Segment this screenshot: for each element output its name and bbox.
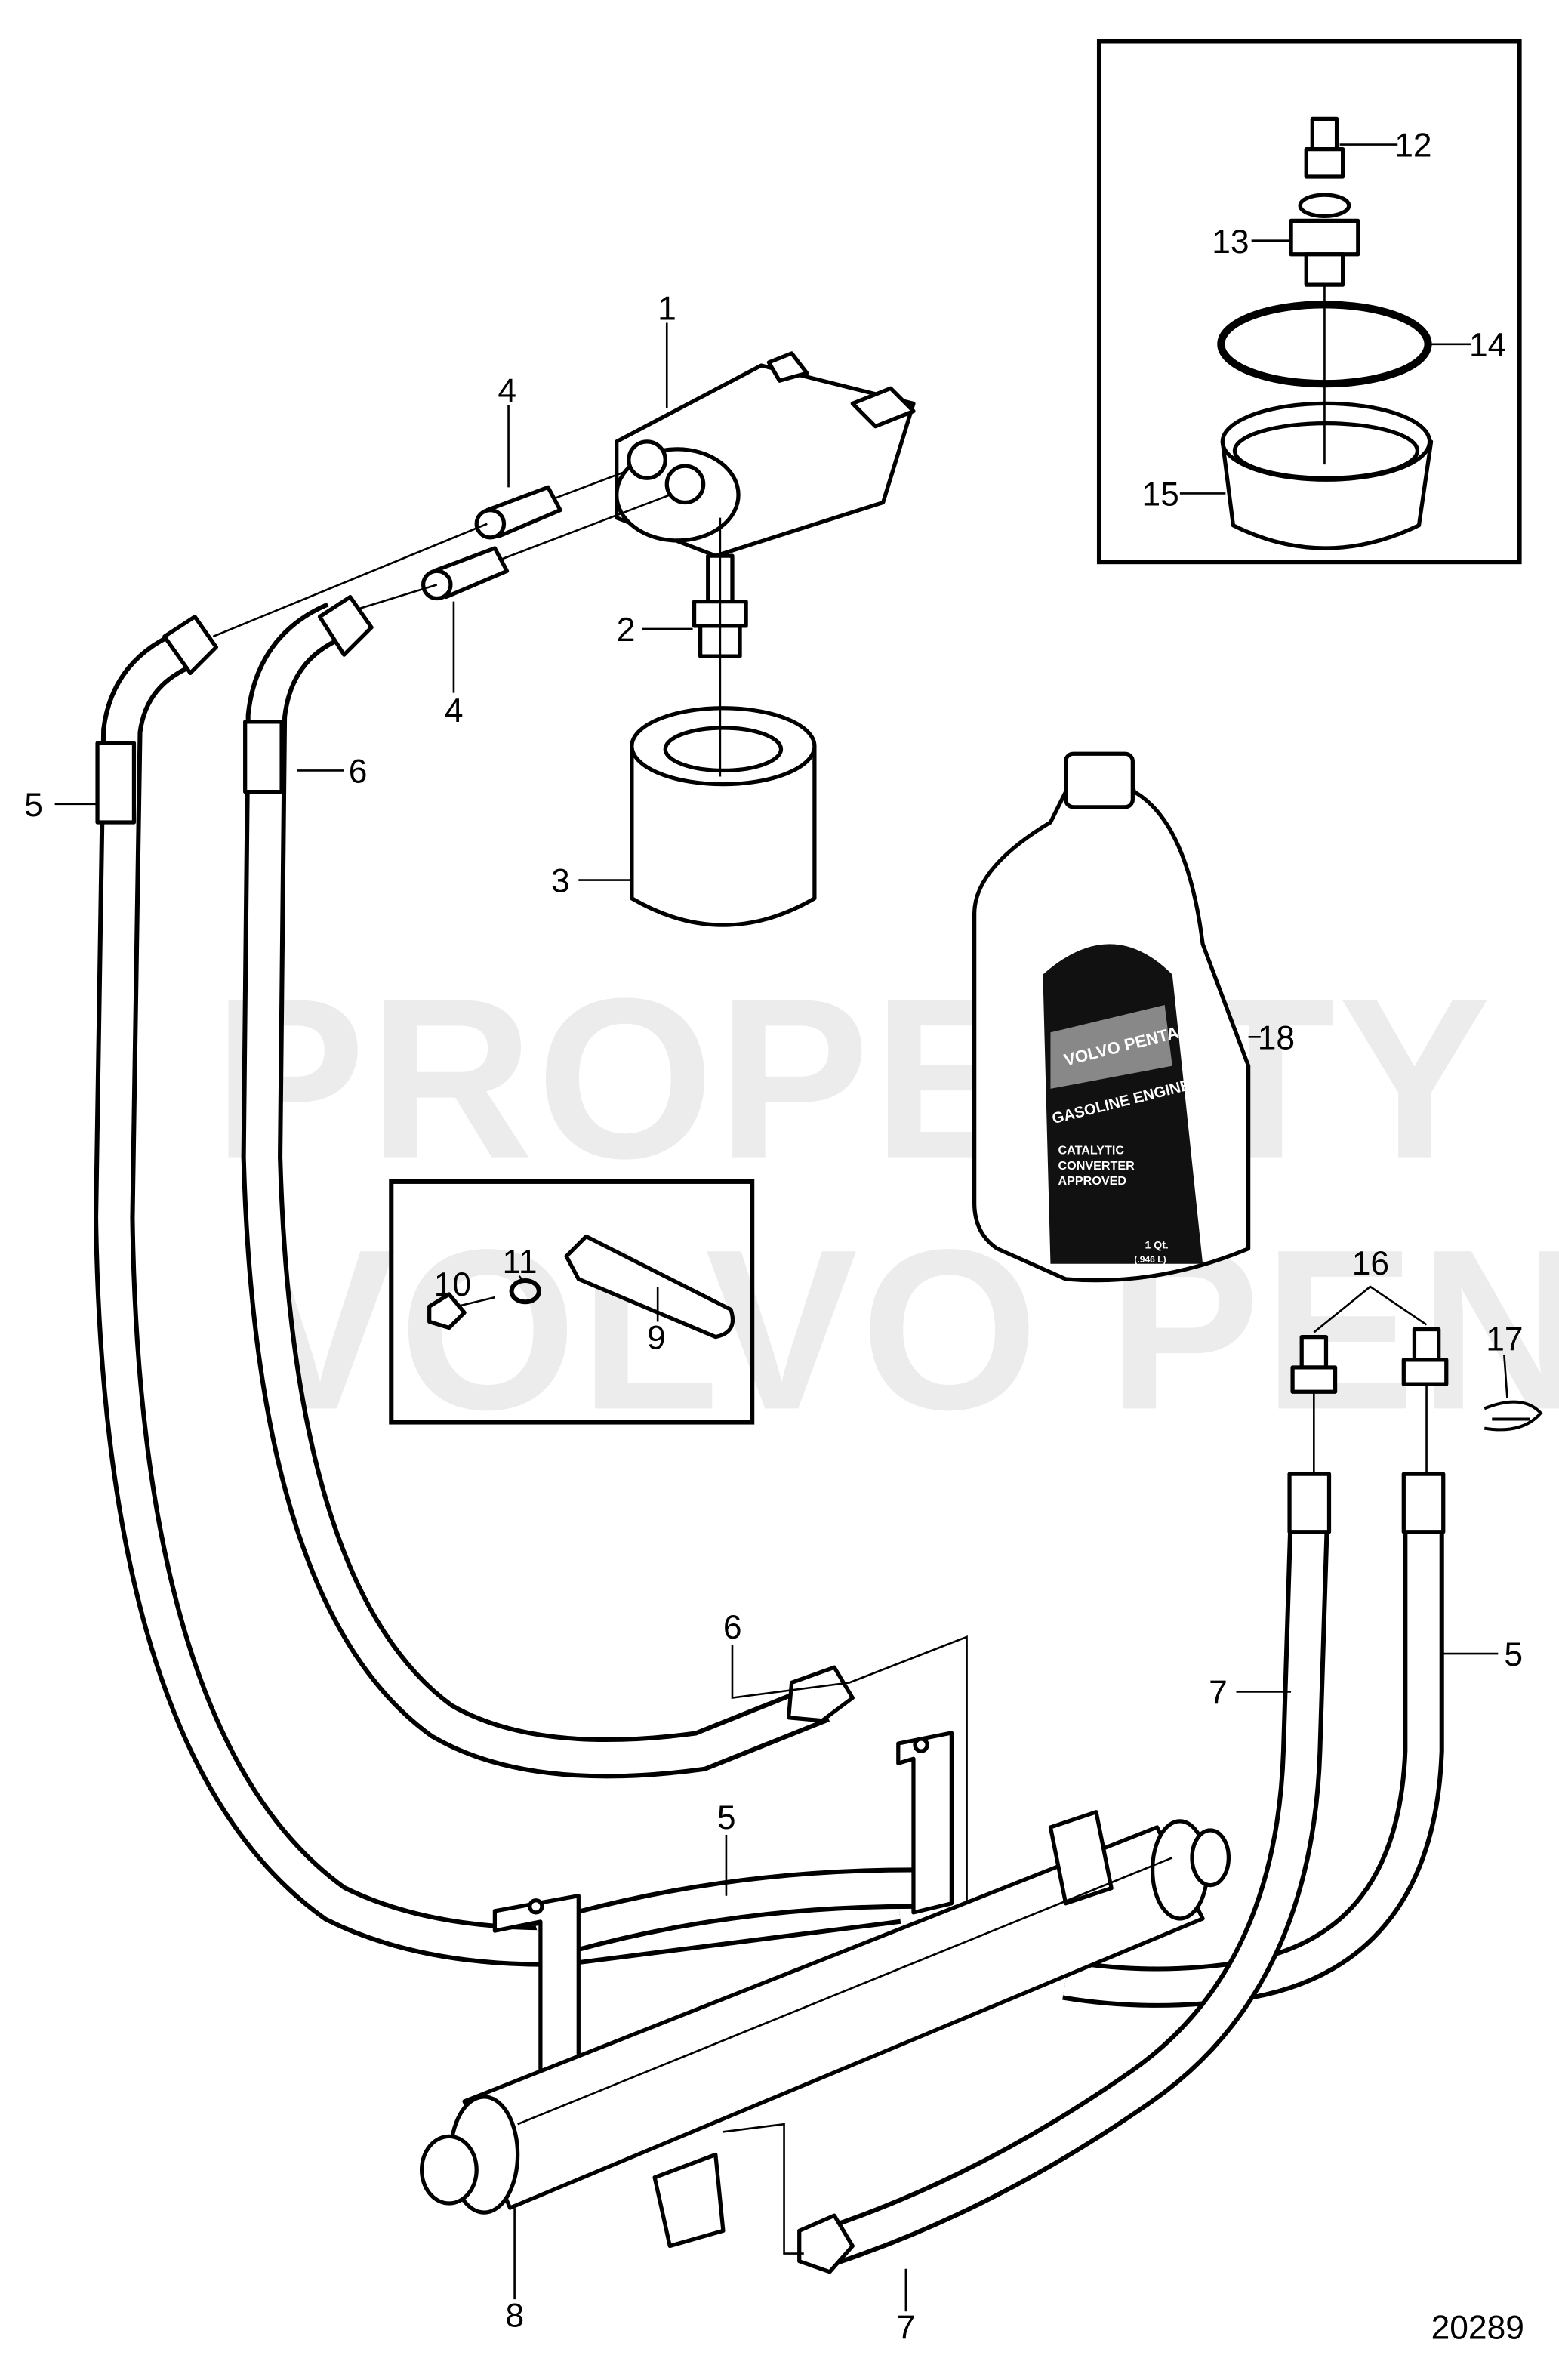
hose-5-left bbox=[94, 627, 901, 1967]
inset-parts bbox=[1217, 116, 1434, 550]
callout-labels: 1 2 3 4 4 5 6 10 11 9 12 13 14 15 18 16 … bbox=[24, 128, 1524, 2347]
filter-head-1 bbox=[615, 351, 916, 558]
callout-17: 17 bbox=[1486, 1321, 1523, 1358]
callout-7-bottom: 7 bbox=[897, 2310, 916, 2347]
svg-text:PROPERTY OF: PROPERTY OF bbox=[213, 951, 1559, 1207]
leader-lines bbox=[54, 143, 1508, 2312]
svg-text:CATALYTIC: CATALYTIC bbox=[1058, 1144, 1125, 1158]
svg-text:APPROVED: APPROVED bbox=[1058, 1174, 1127, 1188]
nipple-4-upper bbox=[474, 485, 562, 540]
hose-5-middle bbox=[534, 1867, 914, 1962]
watermark: PROPERTY OF VOLVO PENTA bbox=[213, 951, 1559, 1458]
oil-filter-3 bbox=[630, 706, 817, 927]
svg-text:VOLVO PENTA: VOLVO PENTA bbox=[244, 1202, 1559, 1457]
clamp-parts bbox=[427, 1234, 735, 1340]
callout-5-right: 5 bbox=[1504, 1636, 1523, 1673]
clip-17 bbox=[1484, 1400, 1543, 1432]
callout-5-middle: 5 bbox=[717, 1799, 736, 1836]
callout-13: 13 bbox=[1212, 224, 1249, 261]
oil-bottle-18: VOLVO PENTA GASOLINE ENGINE OIL CATALYTI… bbox=[972, 751, 1251, 1283]
bracket-right bbox=[896, 1731, 954, 1915]
callout-16: 16 bbox=[1352, 1245, 1389, 1282]
callout-4-upper: 4 bbox=[498, 372, 516, 409]
inset-box-pump-parts bbox=[1096, 39, 1522, 565]
callout-9: 9 bbox=[647, 1320, 666, 1357]
hose-5-right bbox=[1062, 1472, 1446, 2008]
callout-11: 11 bbox=[502, 1244, 537, 1281]
callout-7-right: 7 bbox=[1209, 1675, 1228, 1712]
callout-18: 18 bbox=[1258, 1019, 1295, 1056]
callout-10: 10 bbox=[434, 1266, 471, 1303]
callout-6-lower: 6 bbox=[723, 1609, 742, 1646]
oil-cooler-8 bbox=[419, 1810, 1231, 2249]
callout-12: 12 bbox=[1394, 128, 1431, 165]
callout-2: 2 bbox=[617, 612, 636, 649]
inset-box-clamp bbox=[389, 1179, 755, 1425]
hose-7 bbox=[797, 1472, 1332, 2274]
diagram-number: 20289 bbox=[1431, 2310, 1524, 2347]
callout-6-upper: 6 bbox=[349, 754, 368, 791]
callout-1: 1 bbox=[658, 291, 676, 328]
callout-3: 3 bbox=[551, 863, 570, 900]
bracket-left bbox=[492, 1894, 581, 2081]
svg-text:1 Qt.: 1 Qt. bbox=[1145, 1239, 1168, 1251]
svg-text:(.946 L): (.946 L) bbox=[1134, 1254, 1166, 1265]
callout-14: 14 bbox=[1469, 327, 1506, 364]
callout-5-left: 5 bbox=[24, 787, 43, 824]
callout-4-lower: 4 bbox=[445, 692, 464, 729]
hose-6 bbox=[241, 602, 855, 1779]
nipple-4-lower bbox=[421, 546, 510, 601]
svg-text:CONVERTER: CONVERTER bbox=[1058, 1159, 1135, 1173]
nipples-16 bbox=[1290, 1327, 1449, 1475]
callout-8: 8 bbox=[506, 2297, 525, 2334]
callout-15: 15 bbox=[1142, 476, 1178, 513]
